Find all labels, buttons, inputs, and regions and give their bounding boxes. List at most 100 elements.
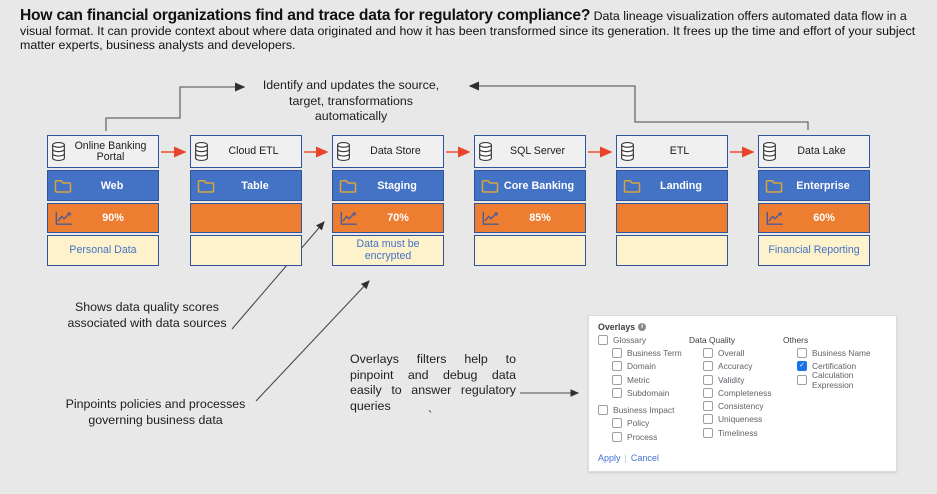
- node-layer[interactable]: Staging: [332, 170, 444, 201]
- checkbox-icon[interactable]: [703, 347, 713, 358]
- checkbox-icon[interactable]: [612, 347, 622, 358]
- overlays-title-text: Overlays: [598, 322, 636, 332]
- node-layer[interactable]: Web: [47, 170, 159, 201]
- checkbox-domain[interactable]: Domain: [612, 360, 682, 373]
- folder-icon: [54, 179, 72, 193]
- checkbox-icon[interactable]: [598, 334, 608, 345]
- annotation-auto-update: Identify and updates the source, target,…: [262, 78, 440, 123]
- folder-icon: [623, 179, 641, 193]
- data-quality-header: Data Quality: [689, 334, 736, 345]
- checkbox-icon[interactable]: [797, 347, 807, 358]
- node-note[interactable]: Data must be encrypted: [332, 235, 444, 266]
- note-label: Financial Reporting: [768, 243, 860, 256]
- checkbox-business-term[interactable]: Business Term: [612, 346, 682, 359]
- checkbox-glossary[interactable]: Glossary: [598, 333, 682, 346]
- annotation-overlays-help: Overlays filters help to pinpoint and de…: [350, 352, 516, 413]
- database-icon: [620, 142, 635, 161]
- node-title: Cloud ETL: [228, 145, 279, 157]
- node-note[interactable]: [190, 235, 302, 266]
- node-layer[interactable]: Landing: [616, 170, 728, 201]
- node-header[interactable]: ETL: [616, 135, 728, 168]
- checkbox-icon[interactable]: [612, 361, 622, 372]
- node-title: Online Banking Portal: [74, 139, 147, 163]
- checkbox-calculation-expression[interactable]: Calculation Expression: [797, 370, 896, 390]
- node-score[interactable]: 85%: [474, 203, 586, 233]
- node-note[interactable]: [474, 235, 586, 266]
- checkbox-timeliness[interactable]: Timeliness: [703, 426, 772, 439]
- annotation-quality-scores: Shows data quality scores associated wit…: [67, 300, 227, 330]
- folder-icon: [197, 179, 215, 193]
- info-icon[interactable]: i: [638, 323, 647, 331]
- checkbox-icon[interactable]: [612, 418, 622, 429]
- node-score[interactable]: 60%: [758, 203, 870, 233]
- node-score[interactable]: [616, 203, 728, 233]
- node-header[interactable]: SQL Server: [474, 135, 586, 168]
- node-layer[interactable]: Core Banking: [474, 170, 586, 201]
- node-score[interactable]: [190, 203, 302, 233]
- checkbox-business-impact[interactable]: Business Impact: [598, 403, 682, 416]
- checkbox-icon[interactable]: [703, 387, 713, 398]
- checkbox-icon[interactable]: [703, 374, 713, 385]
- note-label: Personal Data: [69, 243, 137, 256]
- checkbox-icon[interactable]: [703, 401, 713, 412]
- checkbox-accuracy[interactable]: Accuracy: [703, 360, 772, 373]
- layer-label: Landing: [660, 179, 702, 192]
- intro-paragraph: How can financial organizations find and…: [20, 7, 918, 53]
- panel-column-glossary: Glossary Business Term Domain Metric Sub…: [598, 333, 682, 443]
- node-data-store[interactable]: Data Store Staging 70% Data must be encr…: [332, 135, 444, 268]
- checkbox-icon[interactable]: [612, 374, 622, 385]
- annotation-policies: Pinpoints policies and processes governi…: [65, 397, 246, 427]
- checkbox-icon[interactable]: [703, 414, 713, 425]
- checkbox-icon[interactable]: [598, 405, 608, 416]
- checkbox-consistency[interactable]: Consistency: [703, 399, 772, 412]
- checkbox-icon[interactable]: [612, 387, 622, 398]
- checkbox-icon[interactable]: [703, 361, 713, 372]
- checkbox-business-name[interactable]: Business Name: [797, 346, 896, 359]
- node-header[interactable]: Online Banking Portal: [47, 135, 159, 168]
- node-layer[interactable]: Table: [190, 170, 302, 201]
- stray-mark: `: [428, 408, 433, 423]
- cancel-button[interactable]: Cancel: [630, 453, 659, 463]
- apply-button[interactable]: Apply: [598, 453, 621, 463]
- node-data-lake[interactable]: Data Lake Enterprise 60% Financial Repor…: [758, 135, 870, 268]
- checkbox-subdomain[interactable]: Subdomain: [612, 386, 682, 399]
- node-header[interactable]: Data Lake: [758, 135, 870, 168]
- overlays-panel-title: Overlays i: [598, 322, 647, 332]
- checkbox-metric[interactable]: Metric: [612, 373, 682, 386]
- checkbox-icon[interactable]: [612, 431, 622, 442]
- node-etl[interactable]: ETL Landing: [616, 135, 728, 268]
- checkbox-uniqueness[interactable]: Uniqueness: [703, 413, 772, 426]
- node-header[interactable]: Data Store: [332, 135, 444, 168]
- node-header[interactable]: Cloud ETL: [190, 135, 302, 168]
- database-icon: [762, 142, 777, 161]
- score-label: 70%: [387, 212, 409, 224]
- database-icon: [51, 142, 66, 161]
- node-note[interactable]: [616, 235, 728, 266]
- node-cloud-etl[interactable]: Cloud ETL Table: [190, 135, 302, 268]
- node-layer[interactable]: Enterprise: [758, 170, 870, 201]
- checkbox-overall[interactable]: Overall: [703, 346, 772, 359]
- node-score[interactable]: 90%: [47, 203, 159, 233]
- checkbox-checked-icon[interactable]: [797, 361, 807, 372]
- checkbox-validity[interactable]: Validity: [703, 373, 772, 386]
- node-title: Data Lake: [797, 145, 846, 157]
- node-sql-server[interactable]: SQL Server Core Banking 85%: [474, 135, 586, 268]
- score-label: 90%: [102, 212, 124, 224]
- node-online-banking-portal[interactable]: Online Banking Portal Web 90% Personal D…: [47, 135, 159, 268]
- panel-column-data-quality: Data Quality Overall Accuracy Validity C…: [689, 333, 772, 439]
- overlays-panel: Overlays i Glossary Business Term Domain…: [588, 315, 897, 472]
- node-score[interactable]: 70%: [332, 203, 444, 233]
- panel-footer: Apply|Cancel: [598, 453, 659, 463]
- checkbox-process[interactable]: Process: [612, 430, 682, 443]
- page-title: How can financial organizations find and…: [20, 7, 591, 24]
- checkbox-icon[interactable]: [797, 374, 807, 385]
- node-note[interactable]: Financial Reporting: [758, 235, 870, 266]
- checkbox-certification[interactable]: Certification: [797, 360, 896, 373]
- checkbox-completeness[interactable]: Completeness: [703, 386, 772, 399]
- checkbox-icon[interactable]: [703, 427, 713, 438]
- checkbox-policy[interactable]: Policy: [612, 417, 682, 430]
- others-header: Others: [783, 334, 809, 345]
- layer-label: Table: [241, 179, 269, 192]
- node-note[interactable]: Personal Data: [47, 235, 159, 266]
